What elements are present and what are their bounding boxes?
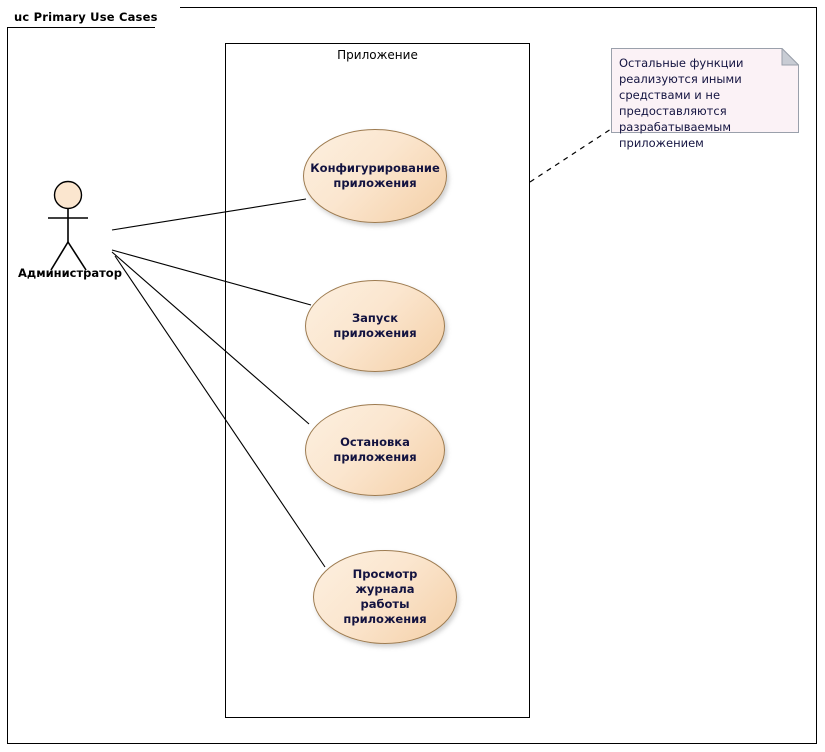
diagram-title-tab[interactable]: uc Primary Use Cases: [7, 7, 180, 27]
actor-administrator[interactable]: [35, 180, 115, 272]
use-case-view-log-label: Просмотр журнала работы приложения: [343, 567, 427, 626]
diagram-title-label: uc Primary Use Cases: [14, 10, 158, 24]
note-shape: [611, 48, 799, 133]
use-case-stop-label: Остановка приложения: [333, 435, 417, 464]
actor-right-leg-icon: [67, 241, 87, 271]
actor-left-leg-icon: [50, 241, 69, 271]
actor-head-icon: [53, 180, 83, 210]
diagram-frame: [7, 7, 817, 744]
use-case-stop[interactable]: Остановка приложения: [305, 404, 445, 496]
note-text: Остальные функции реализуются иными сред…: [619, 56, 744, 150]
use-case-start-label: Запуск приложения: [333, 311, 417, 340]
system-boundary-label: Приложение: [337, 48, 418, 62]
note-comment[interactable]: Остальные функции реализуются иными сред…: [611, 48, 799, 150]
use-case-configure[interactable]: Конфигурирование приложения: [303, 129, 447, 223]
actor-label: Администратор: [18, 266, 122, 280]
use-case-start[interactable]: Запуск приложения: [305, 280, 445, 372]
use-case-configure-label: Конфигурирование приложения: [310, 161, 440, 190]
use-case-view-log[interactable]: Просмотр журнала работы приложения: [313, 550, 457, 644]
